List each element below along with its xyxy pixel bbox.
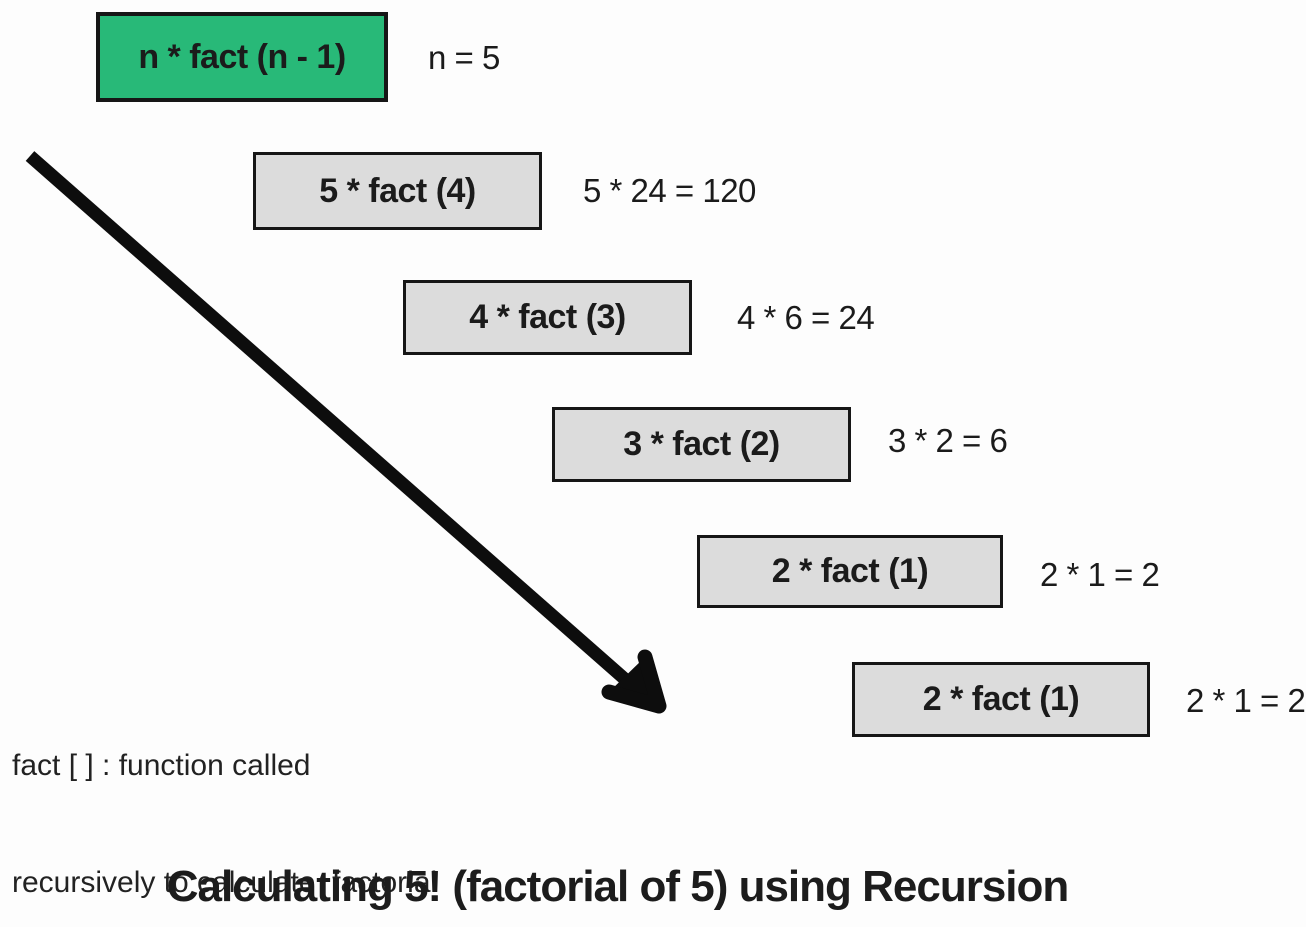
step-result: 2 * 1 = 2 [1040, 556, 1160, 593]
recursion-expression: 3 * fact (2) [623, 425, 780, 463]
arrow-shaft [25, 151, 632, 686]
step-result: 5 * 24 = 120 [583, 172, 756, 209]
recursion-box-general: n * fact (n - 1) [96, 12, 388, 102]
step-result: 4 * 6 = 24 [737, 299, 875, 336]
recursion-box: 5 * fact (4) [253, 152, 542, 230]
step-result: n = 5 [428, 39, 500, 76]
recursion-expression: 2 * fact (1) [771, 552, 929, 590]
step-result: 3 * 2 = 6 [888, 422, 1008, 459]
arrow-head [601, 649, 667, 714]
recursion-expression: 5 * fact (4) [319, 171, 476, 210]
recursion-expression: 2 * fact (1) [922, 680, 1080, 718]
recursion-box: 3 * fact (2) [552, 407, 851, 482]
legend-note: fact [ ] : function called recursively t… [12, 668, 437, 927]
recursion-box: 2 * fact (1) [697, 535, 1003, 608]
recursion-expression: 4 * fact (3) [469, 298, 626, 336]
diagram-title: Calculating 5! (factorial of 5) using Re… [166, 862, 1070, 911]
recursion-box: 2 * fact (1) [852, 662, 1150, 737]
step-result: 2 * 1 = 2 [1186, 682, 1306, 719]
recursion-expression: n * fact (n - 1) [138, 37, 346, 76]
legend-note-line1: fact [ ] : function called [12, 749, 311, 782]
legend-note-line2: recursively to calculate factorial [12, 866, 438, 899]
recursion-box: 4 * fact (3) [403, 280, 692, 355]
